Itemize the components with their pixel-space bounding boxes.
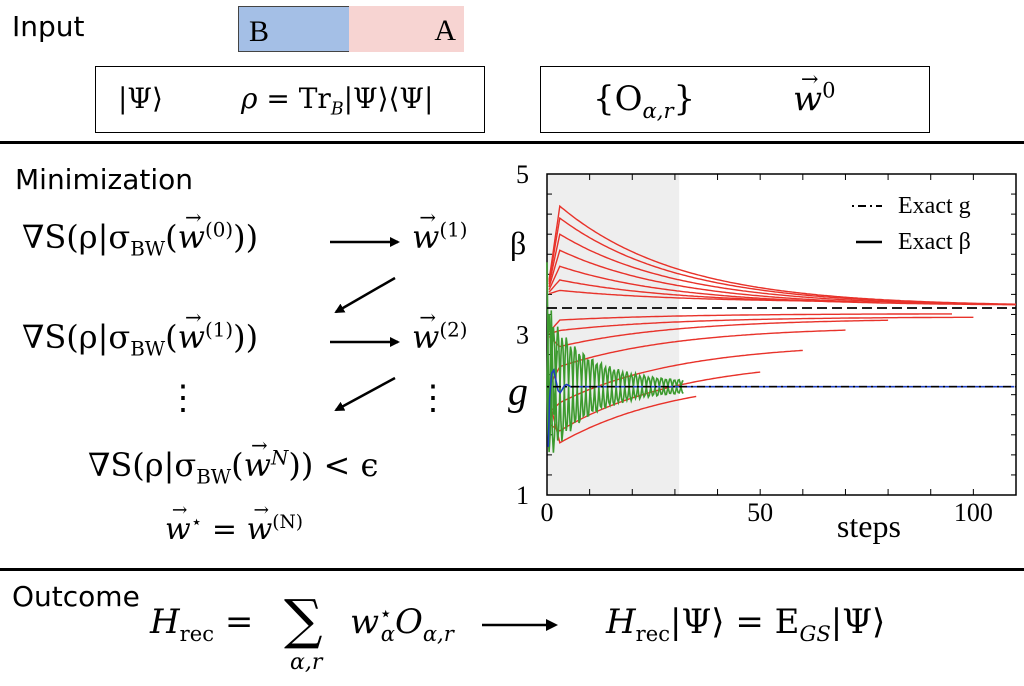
reconstructed-hamiltonian: Hrec = <box>150 602 254 646</box>
gradient-convergence: ∇S(ρ|σBW(wN)) < ϵ <box>88 446 378 487</box>
x-axis-label: steps <box>837 508 901 544</box>
arrow-diag-1 <box>334 276 396 314</box>
operator-set: {Oα,r} <box>593 79 696 123</box>
divider-top <box>0 141 1024 144</box>
y-tick-label: 5 <box>516 160 529 189</box>
x-tick-label: 100 <box>954 498 993 527</box>
outcome-arrow <box>482 619 558 631</box>
g-curve <box>546 313 684 453</box>
beta-curve <box>548 233 944 305</box>
shaded-region <box>547 174 680 495</box>
vdots-left: ⋮ <box>166 378 200 418</box>
sum-term: w⋆αOα,r <box>350 600 454 646</box>
ground-state-equation: Hrec|Ψ⟩ = EGS|Ψ⟩ <box>606 602 886 646</box>
optimal-weights: w⋆ = w(N) <box>165 512 303 547</box>
g-curve <box>546 327 684 453</box>
legend-beta-label: Exact β <box>898 229 971 255</box>
y-tick-label: 1 <box>516 481 529 510</box>
convergence-chart: 0 50 100 1 3 5 β g steps Exact g Exact β <box>508 160 1017 544</box>
psi-state: |Ψ⟩ <box>118 82 163 115</box>
beta-curve <box>548 289 812 302</box>
divider-bottom <box>0 568 1024 571</box>
sum-symbol: ∑ <box>284 588 323 651</box>
gradient-step-0: ∇S(ρ|σBW(w(0))) <box>22 218 258 259</box>
initial-weights: w0 <box>793 79 836 119</box>
y-label-g: g <box>508 369 528 414</box>
beta-curve <box>548 319 889 348</box>
partition-b: B <box>238 6 350 52</box>
minimization-heading: Minimization <box>15 163 194 196</box>
beta-curve <box>548 249 880 304</box>
input-heading: Input <box>12 10 85 43</box>
beta-curve <box>548 329 846 388</box>
beta-curve <box>548 316 974 335</box>
beta-curve <box>548 349 803 414</box>
beta-curve <box>548 395 697 444</box>
weights-step-1: w(1) <box>412 218 467 256</box>
minimization-arrows <box>330 237 400 412</box>
state-box: |Ψ⟩ ρ = TrB|Ψ⟩⟨Ψ| <box>95 66 485 133</box>
beta-curve <box>548 313 952 333</box>
weights-step-2: w(2) <box>412 318 467 356</box>
partition-bar: B A <box>238 6 464 52</box>
outcome-heading: Outcome <box>12 580 140 613</box>
vdots-right: ⋮ <box>416 378 450 418</box>
y-label-beta: β <box>510 225 526 261</box>
y-tick-label: 3 <box>516 321 529 350</box>
legend-g-label: Exact g <box>898 193 971 219</box>
partition-a: A <box>349 6 464 52</box>
reduced-density-matrix: ρ = TrB|Ψ⟩⟨Ψ| <box>241 82 434 120</box>
x-tick-label: 50 <box>747 498 773 527</box>
arrow-diag-2 <box>334 376 396 412</box>
gradient-step-1: ∇S(ρ|σBW(w(1))) <box>22 318 258 359</box>
sum-index: α,r <box>290 650 323 675</box>
x-tick-label: 0 <box>541 498 554 527</box>
g-curve <box>546 262 559 439</box>
operators-box: {Oα,r} w0 <box>540 66 930 133</box>
